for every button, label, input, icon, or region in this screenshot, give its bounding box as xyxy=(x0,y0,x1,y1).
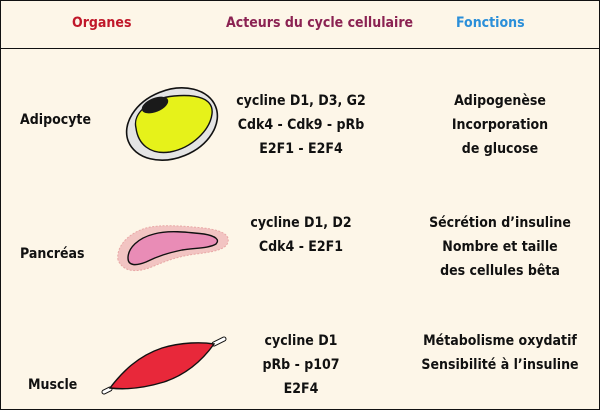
header-organes: Organes xyxy=(72,15,132,31)
fonctions-pancreas: Sécrétion d’insuline Nombre et taille de… xyxy=(417,211,583,283)
header-acteurs: Acteurs du cycle cellulaire xyxy=(226,15,414,31)
acteur-line: E2F4 xyxy=(283,381,319,397)
fonction-line: Sensibilité à l’insuline xyxy=(421,357,579,373)
fonctions-adipocyte: Adipogenèse Incorporation de glucose xyxy=(417,89,583,161)
fonction-line: Métabolisme oxydatif xyxy=(423,333,577,349)
acteurs-muscle: cycline D1 pRb - p107 E2F4 xyxy=(249,329,353,401)
fonctions-muscle: Métabolisme oxydatif Sensibilité à l’ins… xyxy=(412,329,588,377)
acteurs-adipocyte: cycline D1, D3, G2 Cdk4 - Cdk9 - pRb E2F… xyxy=(226,89,376,161)
header-fonctions: Fonctions xyxy=(456,15,525,31)
organ-label-pancreas: Pancréas xyxy=(20,246,85,262)
acteur-line: Cdk4 - Cdk9 - pRb xyxy=(237,117,365,133)
acteur-line: E2F1 - E2F4 xyxy=(259,141,343,157)
fonction-line: des cellules bêta xyxy=(440,263,560,279)
fonction-line: Incorporation xyxy=(451,117,549,133)
muscle-icon xyxy=(101,336,227,395)
fonction-line: Sécrétion d’insuline xyxy=(429,215,571,231)
fonction-line: de glucose xyxy=(461,141,539,157)
fonction-line: Adipogenèse xyxy=(454,93,546,109)
acteur-line: cycline D1 xyxy=(264,333,338,349)
acteur-line: cycline D1, D2 xyxy=(250,215,352,231)
adipocyte-cell-icon xyxy=(125,87,219,161)
organ-label-adipocyte: Adipocyte xyxy=(20,112,91,128)
acteur-line: Cdk4 - E2F1 xyxy=(258,239,344,255)
acteur-line: cycline D1, D3, G2 xyxy=(236,93,366,109)
organ-label-muscle: Muscle xyxy=(28,377,78,393)
fonction-line: Nombre et taille xyxy=(442,239,558,255)
header-divider xyxy=(0,48,600,49)
acteurs-pancreas: cycline D1, D2 Cdk4 - E2F1 xyxy=(232,211,370,259)
pancreas-icon xyxy=(117,225,229,271)
acteur-line: pRb - p107 xyxy=(262,357,340,373)
